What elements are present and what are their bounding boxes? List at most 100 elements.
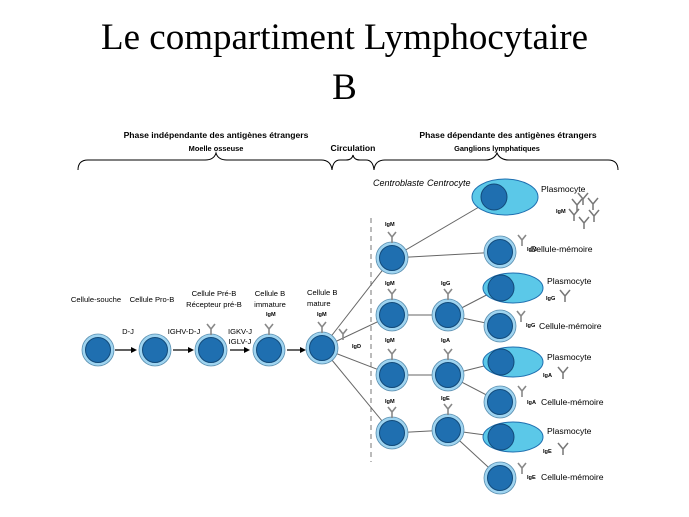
- centroblaste-2-nucleus: [379, 302, 405, 328]
- phase-dependent-sub: Ganglions lymphatiques: [454, 144, 540, 153]
- igm-label-cb4: IgM: [385, 399, 395, 405]
- connector-cb1-memoire: [391, 251, 501, 259]
- diagram-shapes: [81, 178, 600, 495]
- cell-b-immature-receptor: [264, 323, 274, 335]
- igd-label-mature: IgD: [352, 344, 361, 350]
- brace-circulation: [331, 154, 375, 171]
- cell-preb-receptor: [206, 323, 216, 335]
- cell-b-mature-receptor: [317, 321, 327, 333]
- arrow-immature-mature-head: [300, 347, 306, 353]
- branch-line-1: [321, 257, 393, 349]
- phase-independent-title: Phase indépendante des antigènes étrange…: [124, 130, 309, 140]
- label-cellule-preb: Cellule Pré-B: [192, 289, 237, 298]
- iga-label-cc2: IgA: [441, 338, 450, 344]
- cell-b-immature-nucleus: [256, 337, 282, 363]
- igg-antibody: [559, 289, 571, 302]
- label-cellule-b-immature-1: Cellule B: [255, 289, 285, 298]
- centroblaste-3-nucleus: [379, 362, 405, 388]
- ige-antibody: [557, 442, 569, 455]
- igm-label-plasmocyte-1: IgM: [556, 209, 566, 215]
- igg-label-cc1: IgG: [441, 281, 450, 287]
- label-dj: D-J: [122, 327, 134, 336]
- label-memoire-2: Cellule-mémoire: [539, 321, 602, 331]
- centrocyte-2-nucleus: [435, 362, 461, 388]
- iga-label-plasmocyte-3: IgA: [543, 373, 552, 379]
- igm-pentamer-arm-6: [571, 198, 583, 211]
- cell-prob-nucleus: [142, 337, 168, 363]
- slide-title: Le compartiment Lymphocytaire: [101, 17, 588, 58]
- igg-label-plasmocyte-2: IgG: [546, 296, 555, 302]
- igm-label-mature: IgM: [317, 312, 327, 318]
- igm-label-memoire-1: IgM: [527, 247, 537, 253]
- igm-label-cb3: IgM: [385, 338, 395, 344]
- label-memoire-3: Cellule-mémoire: [541, 397, 604, 407]
- igm-pentamer-arm-4: [578, 216, 590, 229]
- memoire-1-receptor: [517, 234, 527, 246]
- igm-label-immature: IgM: [266, 312, 276, 318]
- igm-label-cb2: IgM: [385, 281, 395, 287]
- ige-label-plasmocyte-4: IgE: [543, 449, 552, 455]
- plasmocyte-3-nucleus: [487, 348, 515, 376]
- cell-b-mature-nucleus: [309, 335, 335, 361]
- cellule-memoire-1-nucleus: [487, 239, 513, 265]
- igm-pentamer-arm-1: [577, 192, 589, 205]
- cellule-memoire-2-nucleus: [487, 313, 513, 339]
- label-cellule-b-immature-2: immature: [254, 300, 286, 309]
- phase-independent-sub: Moelle osseuse: [189, 144, 244, 153]
- igm-pentamer-arm-3: [588, 209, 600, 222]
- brace-independent: [77, 151, 333, 171]
- iga-antibody: [557, 366, 569, 379]
- phase-dependent-title: Phase dépendante des antigènes étrangers: [419, 130, 596, 140]
- centrocyte-3-receptor: [443, 403, 453, 415]
- label-ighv-dj: IGHV-D-J: [168, 327, 201, 336]
- centroblaste-4-receptor: [387, 406, 397, 418]
- iga-label-memoire-3: IgA: [527, 400, 536, 406]
- label-centrocyte: Centrocyte: [427, 178, 471, 188]
- cell-preb-nucleus: [198, 337, 224, 363]
- label-memoire-1: Cellule-mémoire: [530, 244, 593, 254]
- label-cellule-b-mature-2: mature: [307, 299, 331, 308]
- centrocyte-1-nucleus: [435, 302, 461, 328]
- centroblaste-4-nucleus: [379, 420, 405, 446]
- igd-receptor: [338, 328, 348, 340]
- brace-dependent: [373, 151, 619, 171]
- memoire-4-receptor: [517, 462, 527, 474]
- cell-souche-nucleus: [85, 337, 111, 363]
- label-recepteur-preb: Récepteur pré-B: [186, 300, 242, 309]
- ige-label-memoire-4: IgE: [527, 475, 536, 481]
- memoire-3-receptor: [517, 385, 527, 397]
- centroblaste-2-receptor: [387, 288, 397, 300]
- label-igkv-j: IGKV-J: [228, 327, 252, 336]
- cellule-memoire-3-nucleus: [487, 389, 513, 415]
- centrocyte-2-receptor: [443, 348, 453, 360]
- igm-label-cb1: IgM: [385, 222, 395, 228]
- arrow-prob-preb-head: [188, 347, 194, 353]
- branch-line-4: [321, 347, 393, 434]
- label-centroblaste: Centroblaste: [373, 178, 424, 188]
- label-plasmocyte-4: Plasmocyte: [547, 426, 592, 436]
- igm-pentamer-arm-2: [587, 197, 599, 210]
- igm-pentamer-arm-5: [568, 208, 580, 221]
- arrow-preb-immature-head: [244, 347, 250, 353]
- centrocyte-1-receptor: [443, 288, 453, 300]
- label-plasmocyte-2: Plasmocyte: [547, 276, 592, 286]
- memoire-2-receptor: [516, 310, 526, 322]
- label-cellule-souche: Cellule-souche: [71, 295, 121, 304]
- arrow-souche-prob-head: [131, 347, 137, 353]
- label-iglv-j: IGLV-J: [229, 337, 252, 346]
- centroblaste-3-receptor: [387, 348, 397, 360]
- centroblaste-1-receptor: [387, 231, 397, 243]
- label-cellule-b-mature-1: Cellule B: [307, 288, 337, 297]
- plasmocyte-4-nucleus: [487, 423, 515, 451]
- plasmocyte-2-nucleus: [487, 274, 515, 302]
- label-cellule-prob: Cellule Pro-B: [130, 295, 175, 304]
- label-plasmocyte-1: Plasmocyte: [541, 184, 586, 194]
- label-plasmocyte-3: Plasmocyte: [547, 352, 592, 362]
- label-memoire-4: Cellule-mémoire: [541, 472, 604, 482]
- centroblaste-1-nucleus: [379, 245, 405, 271]
- phase-circulation-title: Circulation: [331, 143, 376, 153]
- ige-label-cc3: IgE: [441, 396, 450, 402]
- cellule-memoire-4-nucleus: [487, 465, 513, 491]
